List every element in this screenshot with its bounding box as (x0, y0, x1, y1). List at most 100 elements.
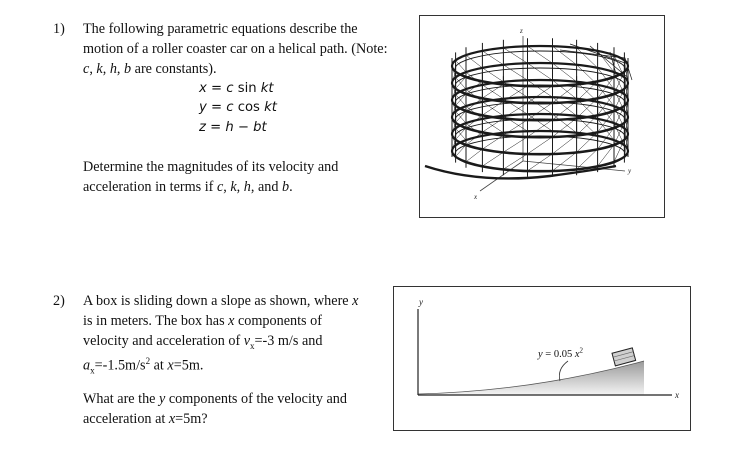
problem-1-text-line-2: motion of a roller coaster car on a heli… (83, 41, 388, 57)
helix-brace (527, 102, 553, 121)
helix-brace (597, 76, 615, 99)
helix-brace (482, 50, 504, 66)
helix-brace (613, 122, 625, 145)
y-axis-label: y (627, 167, 632, 175)
helix-brace (527, 119, 553, 138)
helix-brace (465, 72, 483, 86)
problem-2-question-line-1: What are the y components of the velocit… (83, 391, 347, 407)
helix-brace (597, 144, 615, 167)
helix-brace (503, 102, 528, 119)
helix-brace (465, 106, 483, 120)
helix-brace (527, 153, 553, 172)
helix-brace (597, 110, 615, 133)
helix-brace (482, 101, 504, 117)
helix-brace (455, 60, 467, 73)
sliding-box (611, 347, 637, 367)
helix-brace (451, 88, 456, 101)
curve-label-leader (558, 360, 569, 382)
helix-brace (455, 128, 467, 141)
helix-brace (576, 115, 598, 137)
slope-surface (418, 361, 644, 395)
helix-brace (527, 79, 553, 98)
helix-brace (576, 64, 598, 86)
z-axis-label: z (519, 27, 523, 35)
helix-brace (503, 47, 528, 64)
helix-brace (624, 60, 629, 84)
helix-brace (552, 118, 577, 137)
helix-brace (482, 84, 504, 100)
helix-brace (624, 65, 629, 89)
helix-brace (503, 85, 528, 102)
helix-brace (451, 116, 456, 129)
helix-top-lattice (559, 43, 633, 81)
helix-brace (613, 88, 625, 111)
helix-brace (455, 93, 467, 106)
helix-brace (465, 131, 483, 145)
helix-brace (527, 62, 553, 81)
helix-brace (455, 76, 467, 89)
helix-brace (576, 81, 598, 103)
problem-1-number: 1) (53, 21, 65, 37)
helix-brace (465, 148, 483, 162)
helix-brace (552, 80, 577, 99)
slope-curve (417, 360, 645, 395)
helix-brace (465, 97, 483, 111)
helix-brace (552, 135, 577, 154)
helix-brace (576, 148, 598, 170)
curve-equation-text: y = 0.05 x2 (538, 346, 584, 360)
helix-figure: z y x (419, 15, 665, 218)
helix-brace (451, 133, 456, 146)
helix-brace (576, 47, 598, 69)
helix-brace (597, 127, 615, 150)
helix-brace (613, 123, 625, 146)
helix-brace (503, 136, 528, 153)
helix-brace (613, 139, 625, 162)
helix-brace (465, 80, 483, 94)
helix-brace (482, 83, 504, 99)
y-axis-label: y (418, 297, 423, 307)
helix-brace (455, 144, 467, 157)
helix-brace (613, 105, 625, 128)
helix-brace (597, 101, 615, 124)
helix-brace (451, 139, 456, 152)
helix-brace (624, 128, 629, 152)
helix-brace (527, 45, 553, 64)
helix-brace (576, 131, 598, 153)
y-axis (522, 160, 626, 172)
x-axis-label: x (473, 193, 478, 201)
curve-equation-label: y = 0.05 x2 (538, 346, 583, 360)
helix-brace (527, 136, 553, 155)
helix-brace (465, 55, 483, 69)
helix-track (450, 38, 633, 177)
slope-figure: y x y = 0.05 x2 (393, 286, 691, 431)
helix-brace (482, 100, 504, 116)
helix-brace (451, 105, 456, 118)
helix-brace (597, 118, 615, 141)
helix-brace (503, 115, 528, 132)
helix-brace (465, 114, 483, 128)
helix-brace (451, 122, 456, 135)
helix-ground-track (424, 164, 617, 180)
helix-brace (455, 111, 467, 124)
helix-brace (597, 84, 615, 107)
helix-brace (552, 84, 577, 103)
helix-brace (451, 82, 456, 95)
helix-brace (576, 114, 598, 136)
helix-brace (503, 119, 528, 136)
helix-brace (503, 153, 528, 170)
helix-brace (465, 123, 483, 137)
helix-brace (624, 94, 629, 118)
helix-brace (527, 96, 553, 115)
helix-brace (613, 72, 625, 95)
helix-brace (576, 97, 598, 119)
helix-brace (451, 71, 456, 84)
helix-brace (613, 89, 625, 112)
helix-brace (624, 99, 629, 123)
helix-brace (613, 71, 625, 94)
problem-2-question-line-2: acceleration at x=5m? (83, 411, 208, 427)
helix-brace (624, 111, 629, 135)
equation-y: y = c cos kt (199, 100, 277, 115)
helix-brace (552, 63, 577, 82)
helix-brace (503, 98, 528, 115)
helix-brace (455, 94, 467, 107)
